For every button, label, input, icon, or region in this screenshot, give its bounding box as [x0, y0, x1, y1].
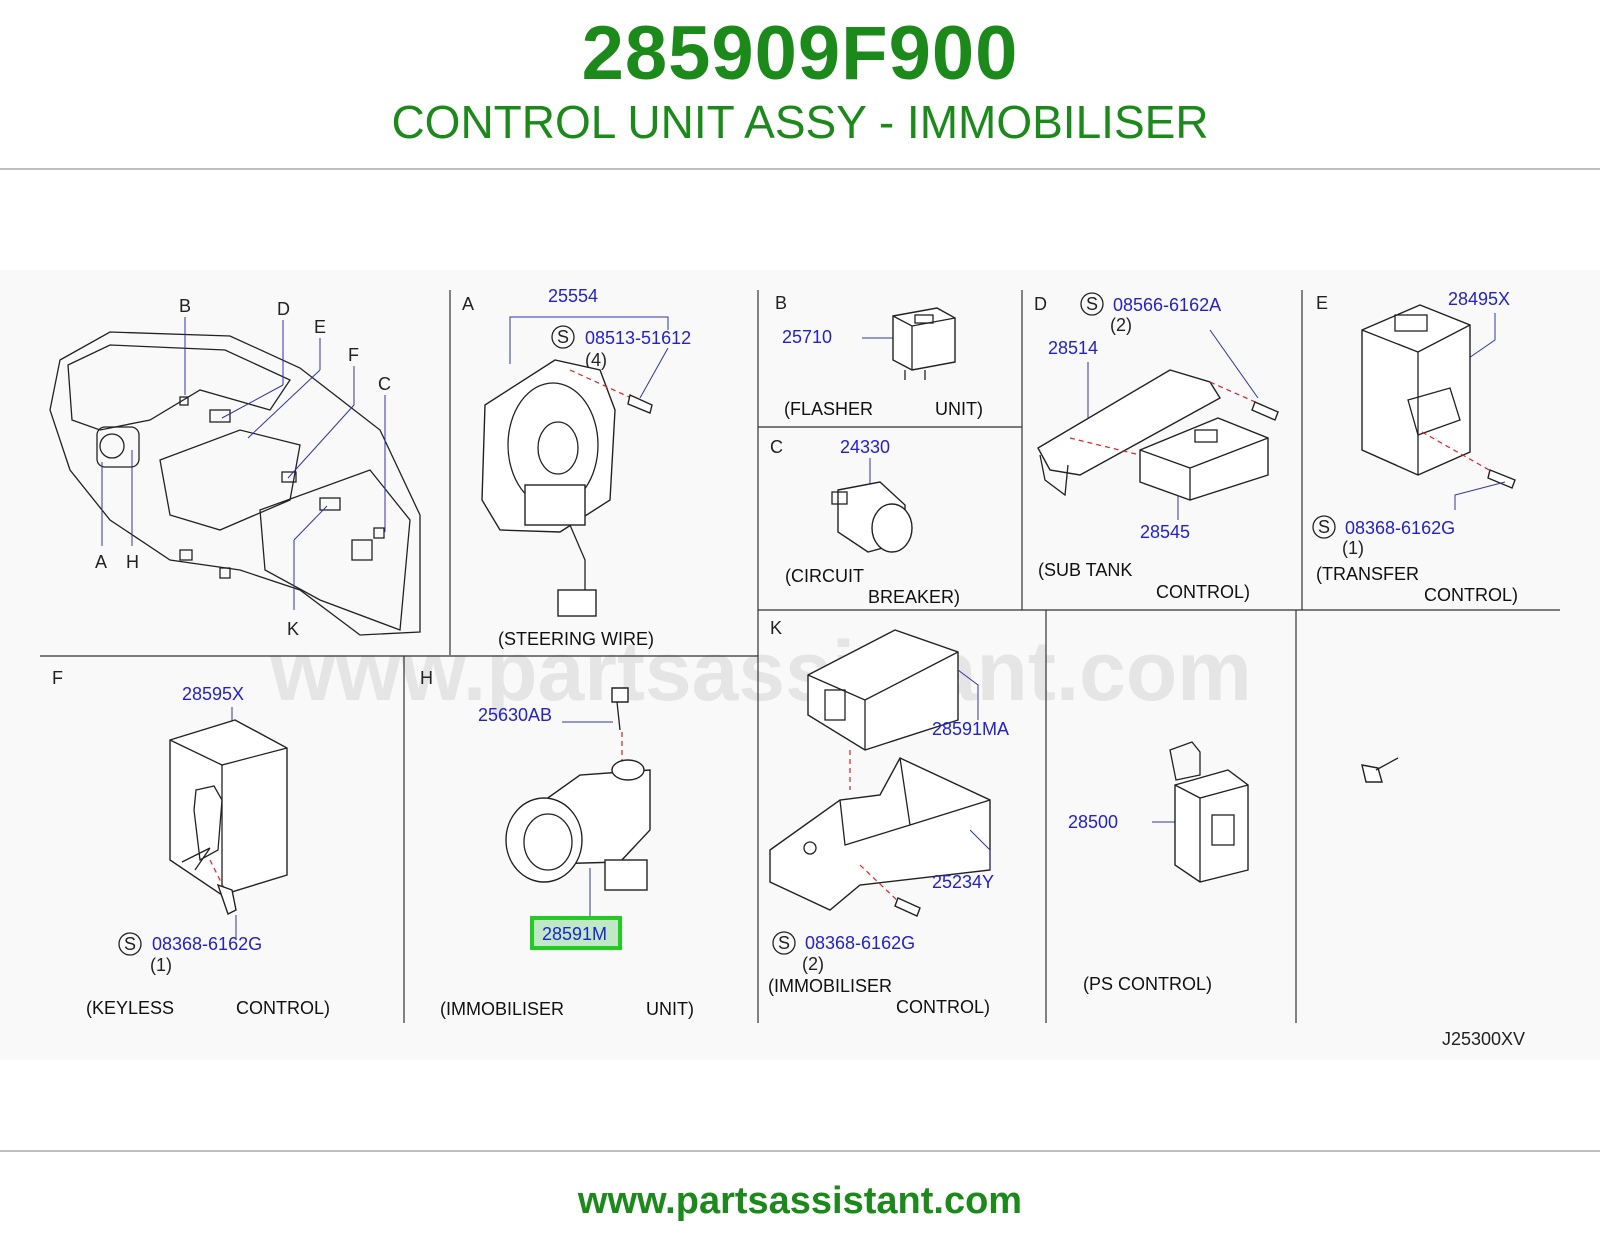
header-divider: [0, 168, 1600, 170]
qty-d: (2): [1110, 315, 1132, 335]
section-e: E 28495X S 08368-6162G (1) (TRANSFER CON…: [1312, 289, 1518, 605]
part-25710: 25710: [782, 327, 832, 347]
overview-letter-f: F: [348, 345, 359, 365]
watermark: www.partsassistant.com: [269, 624, 1252, 718]
section-h-letter: H: [420, 668, 433, 688]
section-dividers: [40, 290, 1560, 1023]
diagram-code: J25300XV: [1442, 1029, 1525, 1049]
part-28495X: 28495X: [1448, 289, 1510, 309]
caption-c-left: (CIRCUIT: [785, 566, 864, 586]
part-08566-6162A: 08566-6162A: [1113, 295, 1221, 315]
screw-marker-f: S: [124, 934, 136, 954]
overview-letter-h: H: [126, 552, 139, 572]
section-a: A 25554 S 08513-51612 (4) (STEERING WIRE…: [462, 286, 691, 649]
caption-k-right: CONTROL): [896, 997, 990, 1017]
overview-letter-b: B: [179, 296, 191, 316]
overview-letter-c: C: [378, 374, 391, 394]
diagram-svg: www.partsassistant.com: [40, 286, 1560, 1049]
section-k-letter: K: [770, 618, 782, 638]
parts-diagram: www.partsassistant.com: [0, 270, 1600, 1060]
caption-f-right: CONTROL): [236, 998, 330, 1018]
part-08368-6162G-k: 08368-6162G: [805, 933, 915, 953]
overview-letter-d: D: [277, 299, 290, 319]
header: 285909F900 CONTROL UNIT ASSY - IMMOBILIS…: [0, 0, 1600, 170]
qty-f: (1): [150, 955, 172, 975]
part-28591M[interactable]: 28591M: [542, 924, 607, 944]
section-ps: 28500 (PS CONTROL): [1068, 741, 1249, 994]
overview-letter-e: E: [314, 317, 326, 337]
section-e-letter: E: [1316, 293, 1328, 313]
part-25234Y: 25234Y: [932, 872, 994, 892]
part-28591MA: 28591MA: [932, 719, 1009, 739]
section-b-letter: B: [775, 293, 787, 313]
qty-k: (2): [802, 954, 824, 974]
caption-h-right: UNIT): [646, 999, 694, 1019]
section-c: C 24330 (CIRCUIT BREAKER): [770, 437, 960, 607]
caption-e-right: CONTROL): [1424, 585, 1518, 605]
part-28595X: 28595X: [182, 684, 244, 704]
qty-e: (1): [1342, 538, 1364, 558]
section-h: H 25630AB: [420, 668, 651, 918]
screw-marker-d: S: [1086, 294, 1098, 314]
caption-c-right: BREAKER): [868, 587, 960, 607]
caption-h-left: (IMMOBILISER: [440, 999, 564, 1019]
overview-letter-k: K: [287, 619, 299, 639]
caption-k-left: (IMMOBILISER: [768, 976, 892, 996]
screw-marker-k: S: [778, 933, 790, 953]
caption-ps: (PS CONTROL): [1083, 974, 1212, 994]
section-k: K 28591MA 25234Y S 08368-6162G (2) (IMMO…: [768, 618, 1009, 1017]
dashboard-overview: [49, 317, 421, 636]
part-28514: 28514: [1048, 338, 1098, 358]
screw-marker-e: S: [1318, 517, 1330, 537]
section-c-letter: C: [770, 437, 783, 457]
footer-divider: [0, 1150, 1600, 1152]
part-25630AB: 25630AB: [478, 705, 552, 725]
section-d-letter: D: [1034, 294, 1047, 314]
section-f: F 28595X S 08368-6162G (1) (KEYLESS CONT…: [52, 668, 330, 1018]
section-extra-screw: [1361, 757, 1399, 783]
part-08513-51612: 08513-51612: [585, 328, 691, 348]
part-28500: 28500: [1068, 812, 1118, 832]
footer-url[interactable]: www.partsassistant.com: [577, 1180, 1023, 1222]
section-a-letter: A: [462, 294, 474, 314]
caption-f-left: (KEYLESS: [86, 998, 174, 1018]
overview-letter-a: A: [95, 552, 107, 572]
screw-marker-a: S: [557, 327, 569, 347]
part-28545: 28545: [1140, 522, 1190, 542]
part-08368-6162G-f: 08368-6162G: [152, 934, 262, 954]
caption-a: (STEERING WIRE): [498, 629, 654, 649]
caption-d-right: CONTROL): [1156, 582, 1250, 602]
highlight-box-28591m[interactable]: [530, 916, 622, 950]
caption-b-right: UNIT): [935, 399, 983, 419]
caption-b-left: (FLASHER: [784, 399, 873, 419]
section-f-letter: F: [52, 668, 63, 688]
part-24330: 24330: [840, 437, 890, 457]
part-08368-6162G-e: 08368-6162G: [1345, 518, 1455, 538]
caption-d-left: (SUB TANK: [1038, 560, 1132, 580]
part-title: CONTROL UNIT ASSY - IMMOBILISER: [391, 96, 1209, 148]
part-25554: 25554: [548, 286, 598, 306]
qty-a: (4): [585, 350, 607, 370]
caption-e-left: (TRANSFER: [1316, 564, 1419, 584]
section-d: D S 08566-6162A (2) 28514 28545 (SUB TAN…: [1034, 292, 1279, 602]
section-b: B 25710 (FLASHER UNIT): [775, 293, 983, 419]
part-number: 285909F900: [581, 11, 1019, 96]
